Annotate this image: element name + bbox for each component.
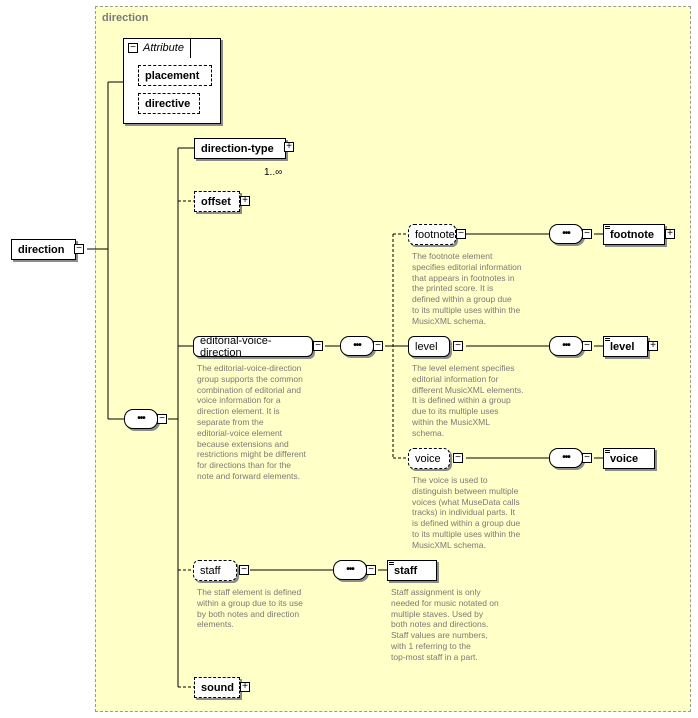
staff-sequence-dots: ••• (346, 564, 355, 575)
group-title: direction (102, 12, 149, 24)
voice-sequence-compositor[interactable]: ••• (549, 448, 583, 468)
footnote-sequence-dots: ••• (562, 228, 571, 239)
direction-type-multiplicity: 1..∞ (264, 167, 283, 178)
attribute-placement-label: placement (145, 69, 200, 82)
level-description: The level element specifies editorial in… (412, 363, 524, 438)
level-element-expand-icon[interactable]: + (648, 341, 658, 351)
root-element-direction[interactable]: direction (11, 239, 76, 260)
editorial-sequence-dots: ••• (353, 340, 362, 351)
editorial-sequence-collapse-icon[interactable]: − (373, 341, 383, 351)
attribute-collapse-icon[interactable]: − (128, 43, 138, 53)
sound-label: sound (201, 681, 234, 694)
editorial-sequence-compositor[interactable]: ••• (340, 336, 374, 356)
voice-group-label: voice (415, 452, 441, 465)
group-voice[interactable]: voice (408, 448, 450, 469)
staff-group-label: staff (200, 564, 221, 577)
voice-sequence-collapse-icon[interactable]: − (582, 453, 592, 463)
attribute-placement[interactable]: placement (138, 65, 212, 86)
level-sequence-collapse-icon[interactable]: − (582, 341, 592, 351)
level-group-label: level (415, 340, 438, 353)
element-sound[interactable]: sound (194, 677, 240, 698)
voice-collapse-icon[interactable]: − (453, 453, 463, 463)
element-footnote[interactable]: footnote (603, 224, 665, 245)
staff-sequence-compositor[interactable]: ••• (333, 560, 367, 580)
footnote-group-label: footnote (415, 228, 455, 241)
direction-type-expand-icon[interactable]: + (284, 142, 294, 152)
sound-expand-icon[interactable]: + (240, 682, 250, 692)
element-offset[interactable]: offset (194, 191, 240, 212)
element-direction-type[interactable]: direction-type (194, 138, 286, 159)
editorial-voice-direction-label: editorial-voice-direction (200, 334, 272, 359)
attribute-directive-label: directive (145, 97, 191, 110)
element-voice[interactable]: voice (603, 448, 655, 469)
offset-expand-icon[interactable]: + (240, 196, 250, 206)
attribute-header: Attribute (143, 42, 184, 54)
footnote-element-ref-icon (605, 226, 610, 229)
sequence-dots: ••• (137, 413, 146, 424)
level-sequence-dots: ••• (562, 340, 571, 351)
direction-type-label: direction-type (201, 142, 274, 155)
staff-element-label: staff (394, 564, 418, 577)
footnote-element-expand-icon[interactable]: + (665, 229, 675, 239)
editorial-voice-direction-description: The editorial-voice-direction group supp… (197, 363, 306, 481)
sequence-compositor[interactable]: ••• (124, 409, 158, 429)
footnote-collapse-icon[interactable]: − (456, 229, 466, 239)
staff-element-ref-icon (389, 562, 394, 565)
level-element-label: level (610, 340, 635, 353)
footnote-description: The footnote element specifies editorial… (412, 251, 522, 326)
footnote-sequence-collapse-icon[interactable]: − (582, 229, 592, 239)
staff-sequence-collapse-icon[interactable]: − (366, 565, 376, 575)
footnote-sequence-compositor[interactable]: ••• (549, 224, 583, 244)
sequence-collapse-icon[interactable]: − (157, 414, 167, 424)
level-collapse-icon[interactable]: − (453, 341, 463, 351)
root-collapse-icon[interactable]: − (74, 244, 84, 254)
group-footnote[interactable]: footnote (408, 224, 456, 245)
offset-label: offset (201, 195, 231, 208)
voice-element-label: voice (610, 452, 639, 465)
staff-group-description: The staff element is defined within a gr… (197, 587, 303, 630)
attribute-tab (123, 38, 191, 58)
staff-element-description: Staff assignment is only needed for musi… (391, 587, 499, 662)
root-label: direction (18, 243, 65, 256)
voice-sequence-dots: ••• (562, 452, 571, 463)
group-level[interactable]: level (408, 336, 450, 357)
level-element-ref-icon (605, 338, 610, 341)
voice-element-ref-icon (605, 450, 610, 453)
level-sequence-compositor[interactable]: ••• (549, 336, 583, 356)
group-staff[interactable]: staff (193, 560, 237, 581)
staff-collapse-icon[interactable]: − (239, 565, 249, 575)
attribute-directive[interactable]: directive (138, 93, 200, 114)
element-level[interactable]: level (603, 336, 648, 357)
footnote-element-label: footnote (610, 228, 654, 241)
editorial-voice-direction-collapse-icon[interactable]: − (313, 341, 323, 351)
group-editorial-voice-direction[interactable]: editorial-voice-direction (193, 334, 313, 359)
element-staff[interactable]: staff (387, 560, 437, 581)
voice-description: The voice is used to distinguish between… (412, 475, 521, 550)
